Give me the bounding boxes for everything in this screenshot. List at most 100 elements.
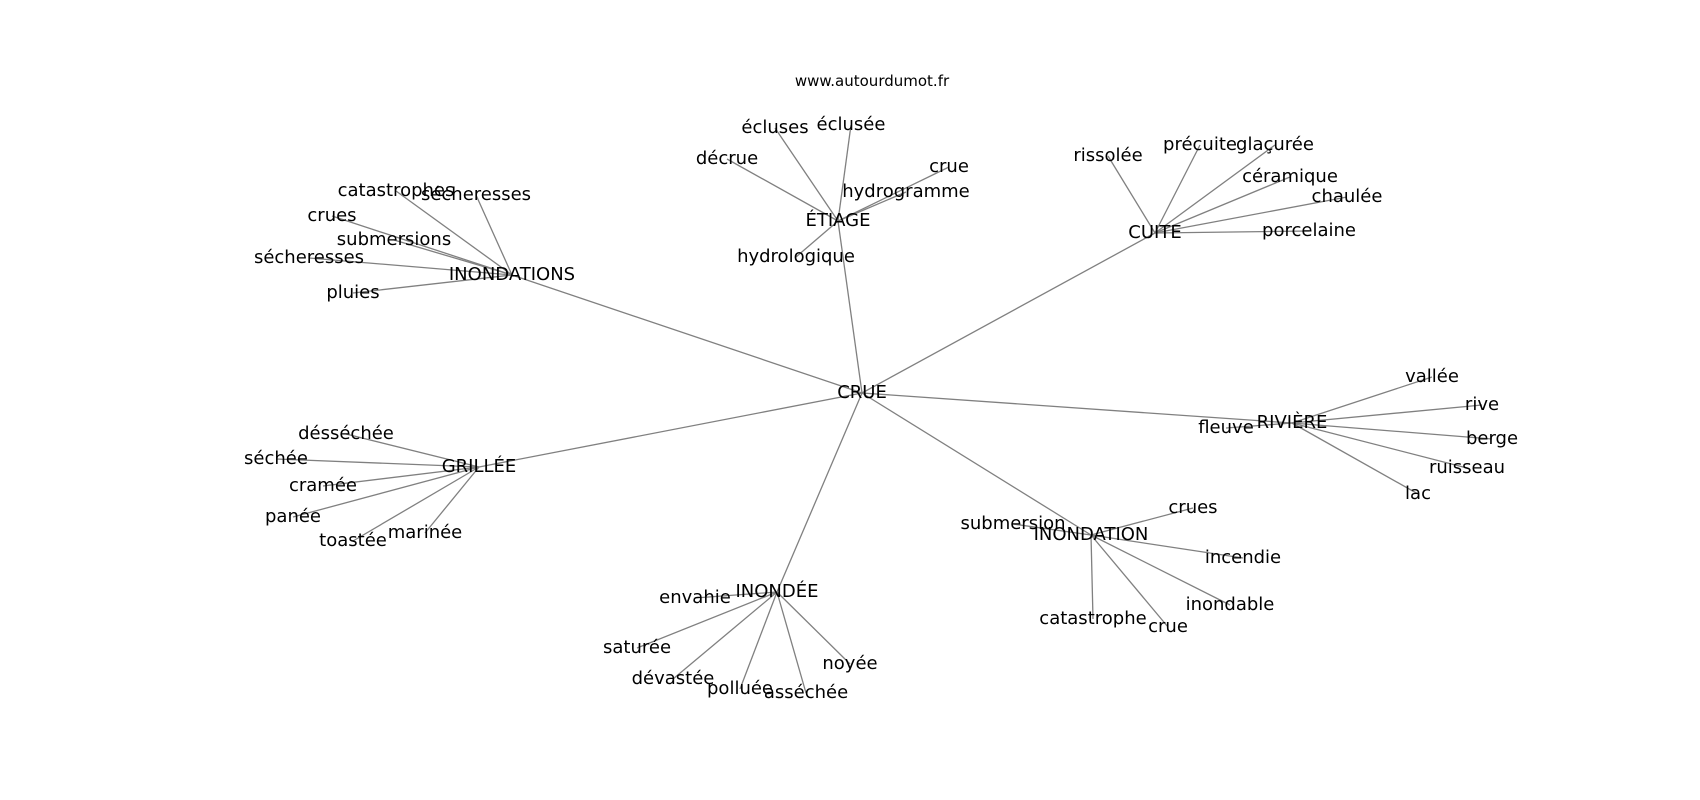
edge-hub-leaf (1225, 422, 1293, 429)
leaf-word[interactable]: envahie (659, 587, 731, 608)
edge-hub-leaf (1154, 196, 1348, 234)
edge-hub-leaf (1090, 507, 1194, 536)
edge-hub-leaf (331, 215, 513, 276)
center-word[interactable]: CRUE (837, 382, 887, 403)
leaf-word[interactable]: inondable (1186, 594, 1275, 615)
leaf-word[interactable]: chaulée (1312, 186, 1383, 207)
leaf-word[interactable]: porcelaine (1262, 220, 1356, 241)
edge-hub-leaf (1154, 230, 1310, 234)
edge-hub-leaf (352, 466, 480, 542)
leaf-word[interactable]: sécheresses (254, 247, 364, 268)
leaf-word[interactable]: hydrogramme (842, 181, 970, 202)
hub-word[interactable]: GRILLÉE (442, 455, 517, 477)
edge-hub-leaf (795, 220, 839, 258)
edge-center-hub (511, 274, 863, 394)
source-url: www.autourdumot.fr (0, 72, 1700, 90)
hub-word[interactable]: INONDATION (1034, 524, 1149, 545)
edge-hub-leaf (837, 166, 950, 222)
edge-hub-leaf (1291, 422, 1493, 440)
edge-hub-leaf (424, 466, 480, 534)
leaf-word[interactable]: fleuve (1198, 417, 1254, 438)
edge-hub-leaf (275, 458, 480, 468)
leaf-word[interactable]: toastée (319, 530, 387, 551)
leaf-word[interactable]: glaçurée (1236, 134, 1314, 155)
leaf-word[interactable]: asséchée (764, 682, 848, 703)
leaf-word[interactable]: vallée (1405, 366, 1459, 387)
edge-center-hub (861, 392, 1092, 536)
edge-hub-leaf (393, 239, 513, 276)
leaf-word[interactable]: désséchée (298, 423, 394, 444)
edge-hub-leaf (475, 194, 513, 276)
edge-hub-leaf (322, 466, 480, 487)
leaf-word[interactable]: décrue (696, 148, 758, 169)
hub-word[interactable]: CUITE (1128, 222, 1181, 243)
leaf-word[interactable]: catastrophe (1039, 608, 1146, 629)
leaf-word[interactable]: cramée (289, 475, 357, 496)
leaf-word[interactable]: dévastée (632, 668, 715, 689)
hub-word[interactable]: ÉTIAGE (806, 209, 871, 231)
leaf-word[interactable]: crues (307, 205, 356, 226)
edge-center-hub (837, 220, 863, 394)
edge-hub-leaf (308, 257, 513, 276)
edge-hub-leaf (776, 591, 851, 665)
leaf-word[interactable]: hydrologique (737, 246, 855, 267)
leaf-word[interactable]: séchée (244, 448, 308, 469)
edge-hub-leaf (837, 191, 907, 222)
leaf-word[interactable]: catastrophes (338, 180, 455, 201)
leaf-word[interactable]: crue (929, 156, 969, 177)
hub-word[interactable]: RIVIÈRE (1257, 411, 1328, 433)
edge-hub-leaf (774, 127, 839, 222)
edge-center-hub (776, 392, 863, 593)
edge-hub-leaf (1012, 523, 1092, 536)
leaf-word[interactable]: berge (1466, 428, 1518, 449)
leaf-word[interactable]: précuite (1163, 134, 1237, 155)
edge-hub-leaf (345, 433, 480, 468)
edge-hub-leaf (395, 190, 513, 276)
edge-hub-leaf (292, 466, 480, 518)
leaf-word[interactable]: écluses (741, 117, 808, 138)
leaf-word[interactable]: sécheresses (421, 184, 531, 205)
leaf-word[interactable]: incendie (1205, 547, 1281, 568)
edge-hub-leaf (1090, 534, 1169, 628)
edge-hub-leaf (1090, 534, 1244, 559)
hub-word[interactable]: INONDATIONS (449, 264, 575, 285)
leaf-word[interactable]: noyée (822, 653, 877, 674)
leaf-word[interactable]: submersions (337, 229, 451, 250)
edge-hub-leaf (1291, 422, 1468, 469)
leaf-word[interactable]: pluies (326, 282, 379, 303)
labels: CRUEINONDATIONScatastrophessécheressescr… (244, 114, 1518, 703)
edge-hub-leaf (636, 591, 778, 649)
edge-hub-leaf (1291, 376, 1433, 424)
edge-hub-leaf (837, 124, 852, 222)
edge-hub-leaf (1107, 155, 1156, 234)
source-url-text: www.autourdumot.fr (794, 72, 950, 90)
leaf-word[interactable]: rissolée (1073, 145, 1142, 166)
leaf-word[interactable]: submersion (960, 513, 1065, 534)
hub-word[interactable]: INONDÉE (735, 580, 818, 602)
leaf-word[interactable]: saturée (603, 637, 671, 658)
leaf-word[interactable]: céramique (1242, 166, 1338, 187)
edge-hub-leaf (694, 591, 778, 599)
edge-hub-leaf (726, 158, 839, 222)
edge-hub-leaf (1154, 144, 1201, 234)
edge-hub-leaf (1291, 422, 1419, 495)
leaf-word[interactable]: marinée (388, 522, 463, 543)
leaf-word[interactable]: polluée (707, 678, 773, 699)
leaf-word[interactable]: crue (1148, 616, 1188, 637)
leaf-word[interactable]: panée (265, 506, 321, 527)
edge-center-hub (861, 232, 1156, 394)
leaf-word[interactable]: lac (1405, 483, 1431, 504)
edge-center-hub (478, 392, 863, 468)
edge-hub-leaf (672, 591, 778, 680)
edge-center-hub (861, 392, 1293, 424)
edge-hub-leaf (1090, 534, 1231, 606)
edge-hub-leaf (1154, 176, 1291, 234)
leaf-word[interactable]: crues (1168, 497, 1217, 518)
edge-hub-leaf (1090, 534, 1094, 620)
leaf-word[interactable]: ruisseau (1429, 457, 1505, 478)
leaf-word[interactable]: rive (1465, 394, 1499, 415)
leaf-word[interactable]: éclusée (817, 114, 886, 135)
edge-hub-leaf (776, 591, 807, 694)
